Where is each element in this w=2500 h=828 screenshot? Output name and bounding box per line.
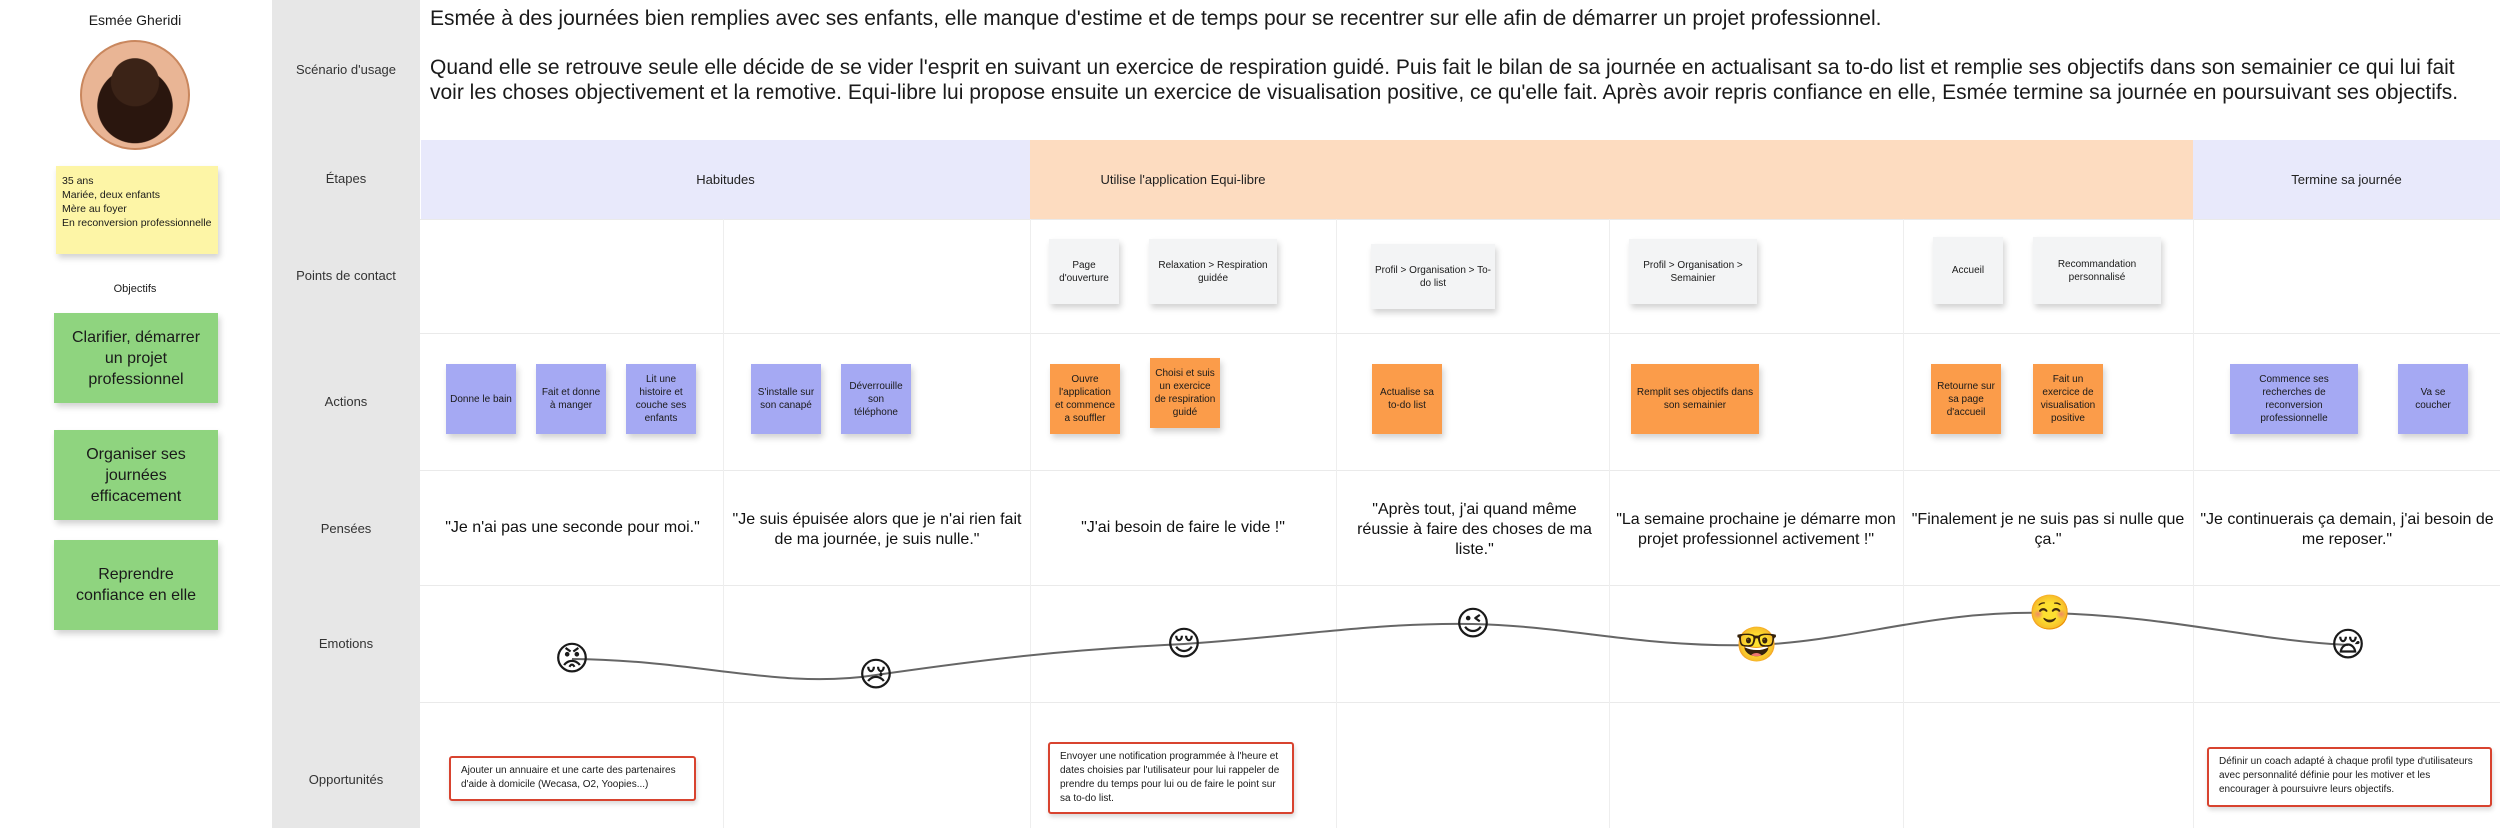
thought-text: "Finalement je ne suis pas si nulle que … (1911, 511, 2185, 548)
row-label-thoughts: Pensées (320, 521, 372, 536)
action-note: Actualise sa to-do list (1372, 364, 1442, 434)
objective-note: Reprendre confiance en elle (54, 540, 218, 630)
thought-text: "Après tout, j'ai quand même réussie à f… (1357, 501, 1592, 558)
opportunity-card: Définir un coach adapté à chaque profil … (2207, 747, 2492, 807)
action-note: Commence ses recherches de reconversion … (2230, 364, 2358, 434)
action-note: Ouvre l'application et commence a souffl… (1050, 364, 1120, 434)
row-label-scenario: Scénario d'usage (295, 62, 397, 77)
row-divider (420, 470, 2500, 471)
action-note: Lit une histoire et couche ses enfants (626, 364, 696, 434)
action-note: Va se coucher (2398, 364, 2468, 434)
avatar (80, 40, 190, 150)
objectives-title: Objectifs (113, 283, 157, 295)
objective-note: Clarifier, démarrer un projet profession… (54, 313, 218, 403)
thought-text: "Je continuerais ça demain, j'ai besoin … (2200, 511, 2494, 548)
action-note: Retourne sur sa page d'accueil (1931, 364, 2001, 434)
column-divider (1336, 219, 1337, 828)
row-label-stages: Étapes (325, 171, 367, 186)
thought-text: "Je n'ai pas une seconde pour moi." (445, 519, 700, 536)
column-divider (1903, 219, 1904, 828)
objective-note: Organiser ses journées efficacement (54, 430, 218, 520)
touchpoint-note: Profil > Organisation > Semainier (1629, 239, 1757, 304)
action-note: Fait et donne à manger (536, 364, 606, 434)
action-note: Donne le bain (446, 364, 516, 434)
touchpoint-note: Profil > Organisation > To-do list (1371, 244, 1495, 309)
persona-occupation: Mère au foyer (62, 203, 127, 215)
row-divider (420, 702, 2500, 703)
row-divider (420, 585, 2500, 586)
row-label-actions: Actions (324, 394, 368, 409)
persona-status: En reconversion professionnelle (62, 217, 212, 229)
touchpoint-note: Accueil (1933, 237, 2003, 304)
action-note: S'installe sur son canapé (751, 364, 821, 434)
row-labels-column (272, 0, 420, 828)
action-note: Remplit ses objectifs dans son semainier (1631, 364, 1759, 434)
column-divider (2193, 219, 2194, 828)
thought-text: "Je suis épuisée alors que je n'ai rien … (732, 511, 1022, 548)
row-label-touchpoints: Points de contact (296, 268, 396, 283)
sleepy-face-icon: 😪 (2330, 626, 2366, 664)
action-note: Fait un exercice de visualisation positi… (2033, 364, 2103, 434)
nerd-face-icon: 🤓 (1735, 626, 1779, 664)
angry-face-icon: 😡 (554, 640, 590, 678)
action-note: Choisi et suis un exercice de respiratio… (1150, 358, 1220, 428)
persona-family: Mariée, deux enfants (62, 189, 161, 201)
thought-text: "La semaine prochaine je démarre mon pro… (1616, 511, 1896, 548)
winking-face-icon: 😉 (1455, 605, 1491, 643)
relieved-face-icon: 😌 (1166, 625, 1202, 663)
scenario-paragraph: Esmée à des journées bien remplies avec … (430, 7, 1882, 30)
opportunity-card: Ajouter un annuaire et une carte des par… (449, 756, 696, 801)
stage-equi-libre: Utilise l'application Equi-libre (1030, 140, 1336, 219)
column-divider (1030, 219, 1031, 828)
row-divider (420, 333, 2500, 334)
touchpoint-note: Page d'ouverture (1049, 239, 1119, 304)
stage-equi-libre-continued (1336, 140, 2193, 219)
persona-age: 35 ans (62, 175, 94, 187)
stage-termine-journee: Termine sa journée (2193, 140, 2500, 219)
thought-text: "J'ai besoin de faire le vide !" (1081, 519, 1285, 536)
column-divider (1609, 219, 1610, 828)
scenario-paragraph: Quand elle se retrouve seule elle décide… (430, 56, 2459, 104)
action-note: Déverrouille son téléphone (841, 364, 911, 434)
smiling-face-icon: ☺️ (2028, 594, 2072, 632)
opportunity-card: Envoyer une notification programmée à l'… (1048, 742, 1294, 814)
column-divider (723, 219, 724, 828)
row-label-opportunities: Opportunités (308, 772, 384, 787)
crying-face-icon: 😢 (858, 656, 894, 694)
persona-details-note: 35 ans Mariée, deux enfants Mère au foye… (56, 166, 218, 254)
persona-name: Esmée Gheridi (88, 12, 182, 28)
emotion-line (571, 611, 2349, 681)
stage-habitudes: Habitudes (421, 140, 1030, 219)
scenario-text: Esmée à des journées bien remplies avec … (430, 6, 2490, 129)
row-label-emotions: Emotions (318, 636, 374, 651)
row-divider (420, 219, 2500, 220)
touchpoint-note: Relaxation > Respiration guidée (1149, 239, 1277, 304)
touchpoint-note: Recommandation personnalisé (2033, 237, 2161, 304)
